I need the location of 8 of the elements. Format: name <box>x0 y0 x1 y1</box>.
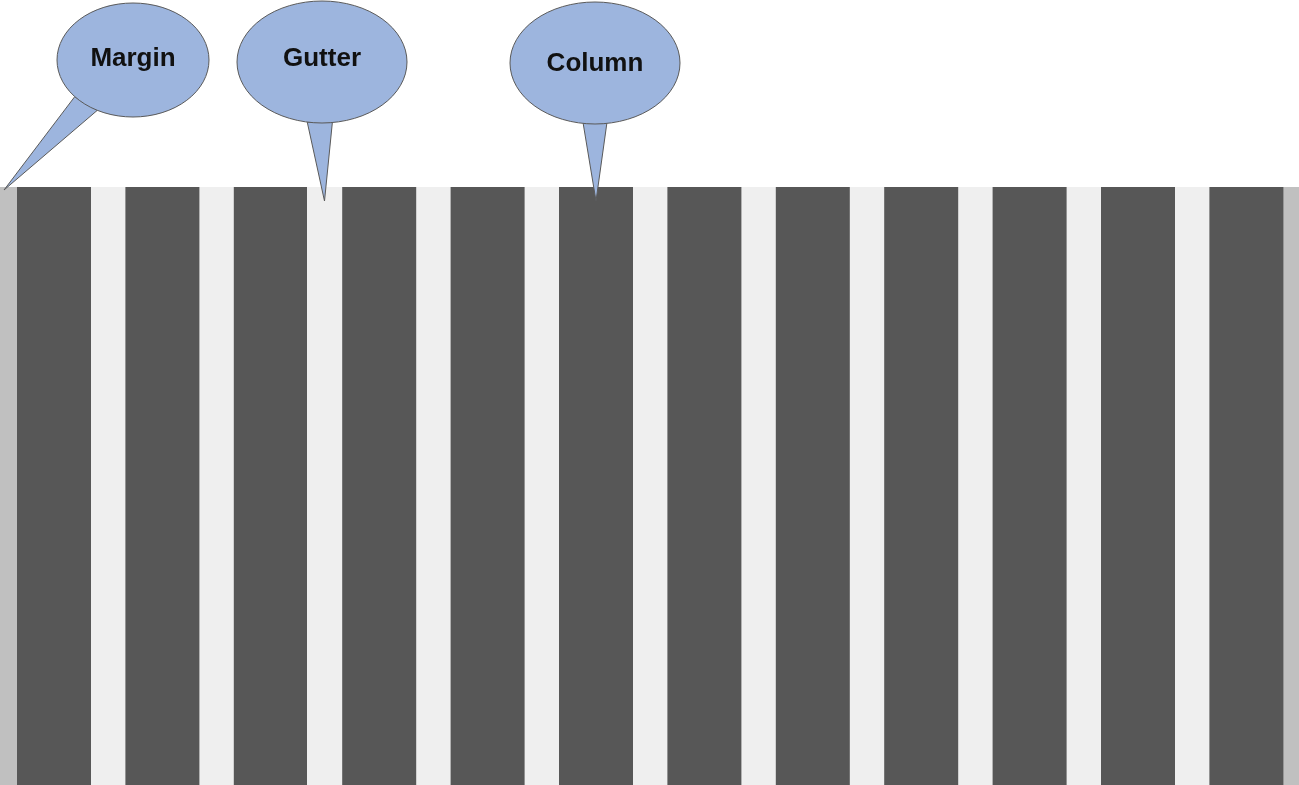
callout-pointer <box>306 121 333 202</box>
callout-pointer <box>3 96 98 191</box>
bubble-label: Column <box>545 47 645 78</box>
callout-pointer <box>582 122 608 202</box>
column-bar <box>559 187 633 785</box>
bubble-label: Margin <box>89 42 177 73</box>
bubble-label: Gutter <box>282 42 362 73</box>
margin-strip <box>0 187 17 785</box>
